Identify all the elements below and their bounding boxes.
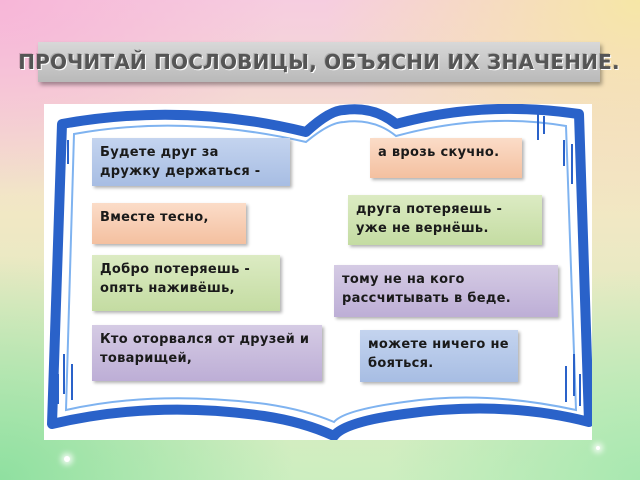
proverb-end-text: а врозь скучно. [378,145,500,160]
proverb-start-card[interactable]: Кто оторвался от друзей и товарищей, [92,325,322,381]
proverb-start-text: Добро потеряешь - опять наживёшь, [100,262,251,296]
proverb-end-text: друга потеряешь - уже не вернёшь. [356,202,503,236]
proverb-start-card[interactable]: Будете друг за дружку держаться - [92,138,290,186]
title-banner: ПРОЧИТАЙ ПОСЛОВИЦЫ, ОБЪЯСНИ ИХ ЗНАЧЕНИЕ. [18,42,620,82]
sparkle-icon [64,456,70,462]
proverb-start-text: Будете друг за дружку держаться - [100,145,261,179]
proverb-end-text: можете ничего не бояться. [368,337,509,371]
proverb-end-card[interactable]: можете ничего не бояться. [360,330,518,382]
proverb-start-card[interactable]: Вместе тесно, [92,203,246,244]
proverb-end-card[interactable]: тому не на кого рассчитывать в беде. [334,265,558,317]
page-title: ПРОЧИТАЙ ПОСЛОВИЦЫ, ОБЪЯСНИ ИХ ЗНАЧЕНИЕ. [18,50,620,74]
proverb-start-text: Кто оторвался от друзей и товарищей, [100,332,310,366]
proverb-start-text: Вместе тесно, [100,210,209,225]
sparkle-icon [596,446,600,450]
proverb-end-text: тому не на кого рассчитывать в беде. [342,272,511,306]
proverb-end-card[interactable]: а врозь скучно. [370,138,522,178]
proverb-start-card[interactable]: Добро потеряешь - опять наживёшь, [92,255,280,311]
proverb-end-card[interactable]: друга потеряешь - уже не вернёшь. [348,195,542,245]
